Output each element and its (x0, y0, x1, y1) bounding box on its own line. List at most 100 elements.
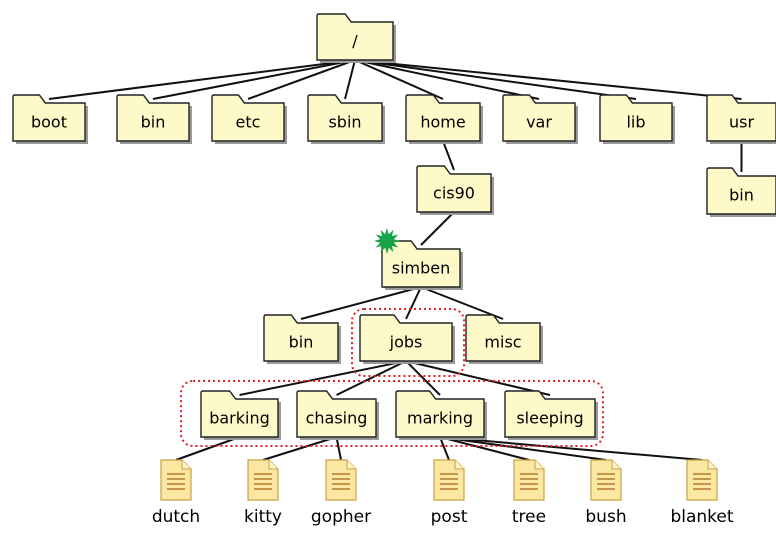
file-bush[interactable]: bush (585, 459, 627, 527)
current-directory-star-icon (374, 228, 400, 254)
folder-icon (405, 94, 481, 142)
folder-label: home (420, 113, 465, 132)
folder-icon (706, 94, 776, 142)
folder-barking[interactable]: barking (200, 390, 281, 440)
document-icon (160, 459, 192, 501)
folder-label: barking (209, 409, 270, 428)
folder-label: marking (407, 409, 473, 428)
edge-jobs-sleeping (405, 360, 551, 396)
edge-marking-tree (439, 436, 530, 461)
folder-chasing[interactable]: chasing (296, 390, 379, 440)
file-gopher[interactable]: gopher (311, 459, 371, 527)
page-fold (346, 460, 356, 470)
folder-root[interactable]: / (316, 13, 396, 63)
file-kitty[interactable]: kitty (244, 459, 282, 527)
document-icon (686, 459, 718, 501)
edge-marking-bush (439, 436, 607, 461)
page-fold (534, 460, 544, 470)
edge-root-bin1 (152, 59, 356, 100)
folder-icon (116, 94, 190, 142)
folder-misc[interactable]: misc (465, 314, 543, 364)
folder-icon (263, 314, 339, 362)
folder-label: usr (729, 113, 754, 132)
edge-root-var (354, 59, 540, 100)
folder-label: boot (31, 113, 67, 132)
edge-chasing-kitty (262, 436, 337, 461)
folder-label: / (352, 32, 358, 51)
edge-root-home (354, 59, 444, 100)
folder-sleeping[interactable]: sleeping (504, 390, 598, 440)
document-icon (513, 459, 545, 501)
file-tree[interactable]: tree (512, 459, 546, 527)
edge-home-cis90 (442, 140, 455, 171)
folder-icon (316, 13, 394, 61)
folder-marking[interactable]: marking (395, 390, 487, 440)
folder-jobs[interactable]: jobs (359, 314, 455, 364)
edge-root-sbin (344, 59, 356, 100)
file-post[interactable]: post (431, 459, 468, 527)
file-dutch[interactable]: dutch (152, 459, 200, 527)
document-icon (247, 459, 279, 501)
folder-lib[interactable]: lib (599, 94, 675, 144)
folder-bin1[interactable]: bin (116, 94, 192, 144)
edge-root-usr (354, 59, 742, 100)
file-blanket[interactable]: blanket (670, 459, 734, 527)
folder-usr[interactable]: usr (706, 94, 776, 144)
folder-icon (502, 94, 576, 142)
edge-jobs-chasing (336, 360, 407, 396)
folder-simben[interactable]: simben (381, 240, 463, 290)
highlight-box-subdirs (180, 380, 604, 447)
folder-var[interactable]: var (502, 94, 578, 144)
folder-cis90[interactable]: cis90 (416, 165, 494, 215)
folder-icon (200, 390, 279, 438)
folder-label: bin (141, 113, 166, 132)
edges-layer (48, 59, 743, 461)
folder-label: bin (729, 186, 754, 205)
file-label: dutch (152, 507, 200, 527)
edge-jobs-barking (239, 360, 407, 396)
folder-label: cis90 (433, 184, 475, 203)
edge-jobs-marking (405, 360, 441, 396)
folder-label: simben (392, 259, 451, 278)
folder-etc[interactable]: etc (211, 94, 287, 144)
edge-simben-misc (420, 286, 504, 320)
folder-label: jobs (389, 333, 423, 352)
folder-icon (211, 94, 285, 142)
nodes-layer: / boot bin etc sbin home var lib usr bin cis90 simb… (12, 13, 776, 527)
document-icon (590, 459, 622, 501)
folder-home[interactable]: home (405, 94, 483, 144)
edge-root-boot (48, 59, 356, 100)
folder-label: etc (236, 113, 261, 132)
folder-label: lib (626, 113, 645, 132)
file-label: kitty (244, 507, 282, 527)
folder-label: var (526, 113, 552, 132)
highlight-box-jobs (351, 308, 465, 377)
folder-icon (504, 390, 596, 438)
folder-simbin[interactable]: bin (263, 314, 341, 364)
folder-icon (359, 314, 453, 362)
folder-label: bin (289, 333, 314, 352)
page-fold (181, 460, 191, 470)
folder-sbin[interactable]: sbin (307, 94, 385, 144)
file-label: post (431, 507, 468, 527)
file-label: bush (585, 507, 626, 527)
edge-marking-blanket (439, 436, 703, 461)
edge-marking-post (439, 436, 450, 461)
folder-icon (395, 390, 485, 438)
edge-cis90-simben (420, 211, 455, 246)
folder-label: sleeping (516, 409, 583, 428)
page-fold (707, 460, 717, 470)
file-label: tree (512, 507, 546, 527)
folder-boot[interactable]: boot (12, 94, 88, 144)
folder-icon (465, 314, 541, 362)
highlight-layer (180, 308, 604, 447)
folder-icon (307, 94, 383, 142)
folder-usrbin[interactable]: bin (706, 167, 776, 217)
folder-icon (296, 390, 377, 438)
folder-label: misc (484, 333, 521, 352)
page-fold (454, 460, 464, 470)
document-icon (325, 459, 357, 501)
folder-icon (599, 94, 673, 142)
